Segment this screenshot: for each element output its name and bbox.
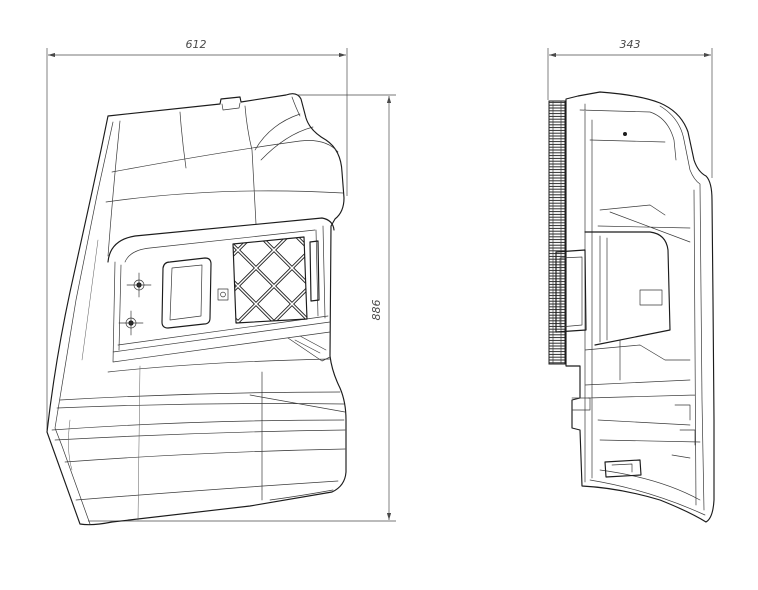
front-view-upper-surface-lines [105, 96, 344, 257]
front-view-crosshair-upper [126, 272, 152, 298]
side-view-bottom-bracket [604, 459, 642, 478]
dimension-side-width: 343 [547, 38, 713, 178]
crosshair-upper-lines [126, 272, 152, 298]
dimension-front-height: 886 [88, 94, 396, 522]
front-view-lower-surface-lines [51, 358, 346, 501]
side-view-left-box-inner [559, 256, 583, 328]
dimension-front-width: 612 [46, 38, 348, 430]
side-view-small-tab [639, 289, 663, 306]
front-view-fine-lines [68, 239, 141, 521]
front-view-lattice-frame [232, 236, 308, 324]
front-view-lattice-grille [233, 237, 307, 323]
front-view-crosshair-lower [118, 310, 144, 336]
front-view [46, 93, 347, 526]
side-view-lower-notch [571, 397, 591, 411]
front-view-square-mark-hole [220, 291, 226, 298]
front-view-window-frame-lines [112, 225, 331, 363]
side-view-inner-lines [579, 103, 706, 516]
side-view [548, 91, 715, 523]
side-view-outline [565, 91, 715, 523]
front-view-outline [46, 93, 347, 526]
side-view-mount-hole [623, 132, 627, 136]
front-view-lower-chevron [287, 335, 331, 362]
side-view-left-box [555, 249, 587, 333]
side-view-bottom-bracket-inner [611, 463, 633, 473]
front-view-pocket-inner [169, 264, 203, 321]
crosshair-lower-lines [118, 310, 144, 336]
dimension-label-front-height: 886 [370, 300, 383, 321]
front-view-side-slot [309, 240, 320, 302]
front-view-pocket [161, 257, 212, 329]
lattice-bars-light [233, 237, 307, 323]
dimension-label-front-width: 612 [186, 38, 207, 51]
front-view-square-mark [217, 288, 229, 301]
side-view-grille-strip [548, 100, 566, 365]
side-view-bracket-inner [599, 235, 608, 343]
front-view-window-recess [107, 217, 335, 263]
side-view-right-clips [671, 404, 696, 459]
dimension-label-side-width: 343 [620, 38, 641, 51]
front-view-edge-thickness [54, 102, 241, 525]
side-view-grille-edges [552, 100, 562, 365]
side-view-bracket [584, 231, 671, 346]
